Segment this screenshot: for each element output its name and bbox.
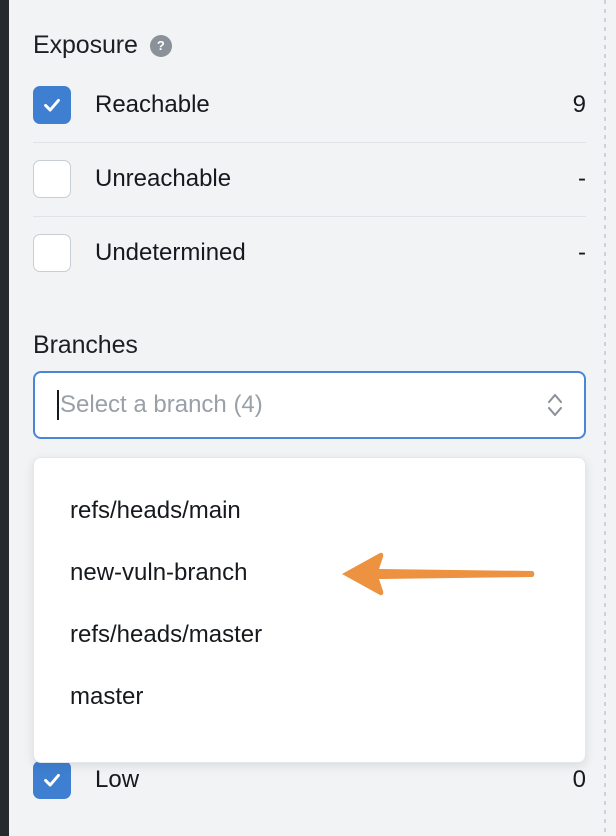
filter-count-low: 0 (572, 766, 586, 793)
filter-label-reachable: Reachable (95, 91, 210, 118)
filter-count-unreachable: - (578, 165, 586, 192)
help-icon[interactable]: ? (149, 34, 172, 57)
exposure-section-header: Exposure ? (33, 31, 172, 60)
panel-divider-dotted (604, 0, 606, 836)
filter-row-low[interactable]: Low 0 (33, 757, 586, 803)
filter-row-reachable[interactable]: Reachable 9 (33, 82, 586, 128)
branches-title: Branches (33, 331, 138, 359)
exposure-title: Exposure (33, 31, 138, 59)
chevron-up-down-icon[interactable] (544, 388, 566, 422)
branch-option-2[interactable]: refs/heads/master (70, 621, 263, 648)
branches-section-header: Branches (33, 331, 138, 360)
left-navigation-rail (0, 0, 9, 836)
checkbox-undetermined[interactable] (33, 234, 71, 272)
filter-count-reachable: 9 (572, 91, 586, 118)
text-caret (57, 390, 59, 420)
row-divider (33, 142, 586, 143)
branch-option-3[interactable]: master (70, 683, 144, 710)
branch-dropdown-list[interactable]: refs/heads/main new-vuln-branch refs/hea… (33, 457, 586, 763)
filter-label-unreachable: Unreachable (95, 165, 232, 192)
filter-count-undetermined: - (578, 239, 586, 266)
branch-select-input[interactable]: Select a branch (4) (33, 371, 586, 439)
filter-row-unreachable[interactable]: Unreachable - (33, 156, 586, 202)
filter-row-undetermined[interactable]: Undetermined - (33, 230, 586, 276)
row-divider (33, 216, 586, 217)
filter-label-undetermined: Undetermined (95, 239, 246, 266)
checkbox-low[interactable] (33, 761, 71, 799)
branch-select-placeholder: Select a branch (4) (60, 391, 263, 418)
checkbox-unreachable[interactable] (33, 160, 71, 198)
filter-label-low: Low (95, 766, 140, 793)
checkbox-reachable[interactable] (33, 86, 71, 124)
branch-option-1[interactable]: new-vuln-branch (70, 559, 248, 586)
branch-option-0[interactable]: refs/heads/main (70, 497, 241, 524)
